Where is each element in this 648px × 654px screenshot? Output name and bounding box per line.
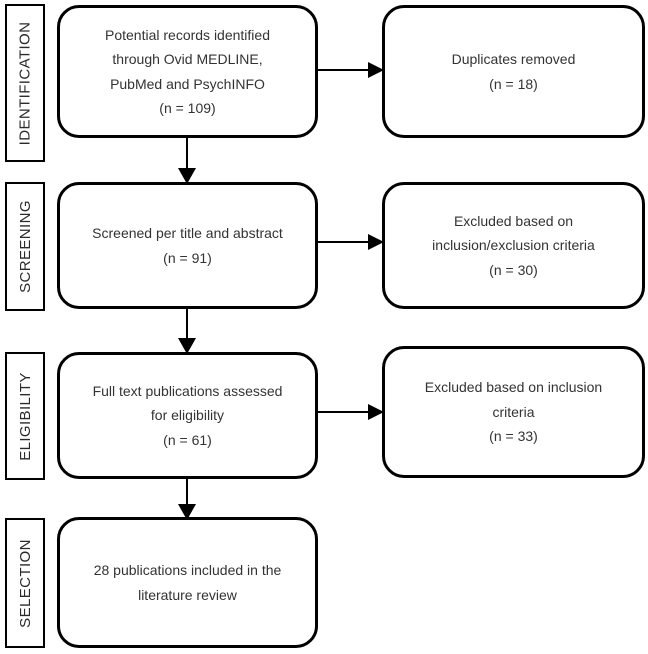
box-publications-included[interactable]: 28 publications included in the literatu… [57, 517, 318, 648]
stage-label-eligibility-text: ELIGIBILITY [16, 371, 34, 461]
box-fulltext-assessed[interactable]: Full text publications assessed for elig… [57, 352, 318, 479]
box-duplicates-removed-text: Duplicates removed (n = 18) [451, 51, 576, 92]
box-excluded-eligibility-text: Excluded based on inclusion criteria (n … [424, 379, 603, 445]
stage-label-identification: IDENTIFICATION [5, 4, 45, 162]
box-screened[interactable]: Screened per title and abstract (n = 91) [57, 182, 318, 309]
arrow-identified-to-screened [173, 138, 201, 184]
arrow-fulltext-to-included [173, 479, 201, 520]
box-fulltext-assessed-text: Full text publications assessed for elig… [92, 382, 283, 448]
box-excluded-eligibility[interactable]: Excluded based on inclusion criteria (n … [382, 346, 645, 478]
stage-label-selection: SELECTION [5, 518, 45, 648]
stage-label-screening-text: SCREENING [16, 200, 34, 293]
stage-label-screening: SCREENING [5, 182, 45, 311]
arrow-screened-to-fulltext [173, 309, 201, 354]
box-records-identified-text: Potential records identified through Ovi… [105, 26, 270, 117]
stage-label-selection-text: SELECTION [16, 538, 34, 628]
box-screened-text: Screened per title and abstract (n = 91) [92, 225, 283, 266]
stage-label-eligibility: ELIGIBILITY [5, 352, 45, 480]
arrow-identified-to-duplicates [318, 56, 384, 84]
box-records-identified[interactable]: Potential records identified through Ovi… [57, 5, 318, 138]
box-duplicates-removed[interactable]: Duplicates removed (n = 18) [382, 5, 645, 138]
box-publications-included-text: 28 publications included in the literatu… [93, 562, 282, 603]
stage-label-identification-text: IDENTIFICATION [16, 21, 34, 145]
box-excluded-screening[interactable]: Excluded based on inclusion/exclusion cr… [382, 182, 645, 309]
box-excluded-screening-text: Excluded based on inclusion/exclusion cr… [432, 212, 595, 278]
arrow-screened-to-excluded [318, 228, 384, 256]
arrow-fulltext-to-excluded [318, 398, 384, 426]
